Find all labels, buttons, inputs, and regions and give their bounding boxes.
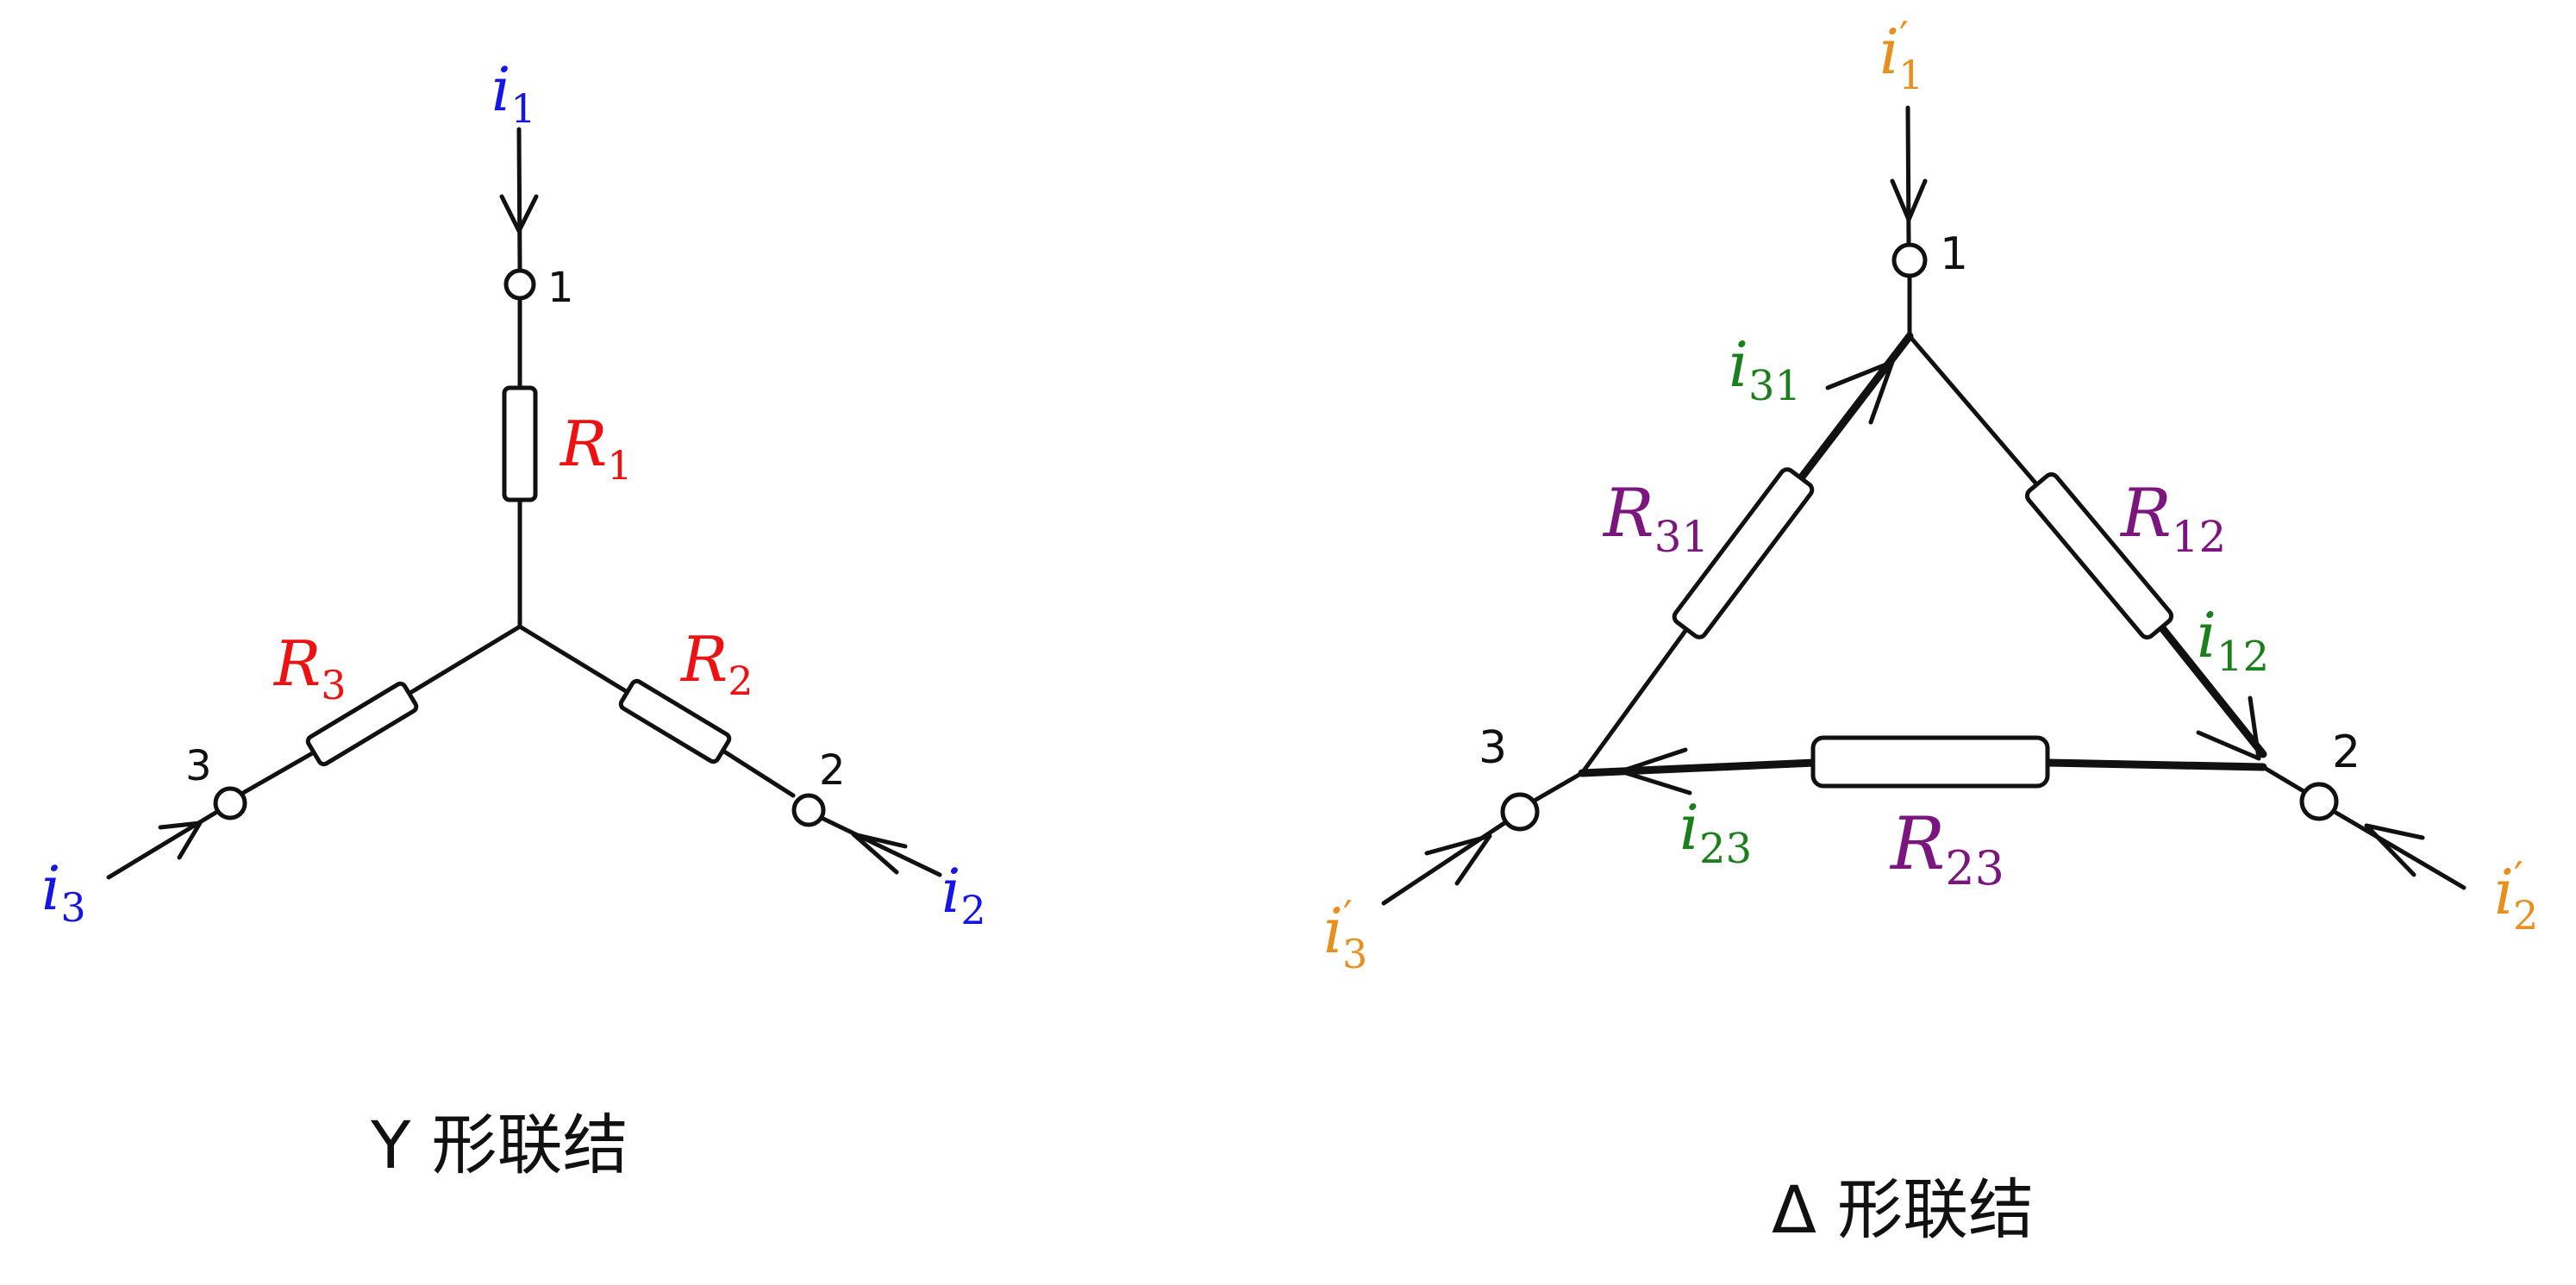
delta-arrowhead-i12 [2196, 696, 2261, 761]
delta-label-i31: i31 [1729, 328, 1801, 410]
delta-label-i12: i12 [2197, 599, 2269, 681]
y-wire-right-node2 [722, 749, 796, 798]
y-connection: 1 3 2 R1 R3 R2 i1 i3 i2 Y 形联结 [41, 54, 986, 1183]
delta-caption: Δ 形联结 [1772, 1171, 2034, 1248]
delta-wire-23-a [1578, 758, 1819, 777]
delta-wire-23-b [2043, 758, 2267, 771]
delta-label-r23: R23 [1889, 802, 2004, 895]
delta-node-label-2: 2 [2332, 727, 2360, 778]
y-terminal-1 [503, 268, 536, 301]
y-terminal-2 [791, 793, 826, 827]
delta-wire-31-a [1793, 332, 1914, 487]
y-caption: Y 形联结 [370, 1107, 628, 1183]
y-wire-center-left [406, 624, 522, 696]
delta-arrowhead-i31 [1825, 359, 1895, 425]
y-label-i3: i3 [41, 853, 86, 931]
y-node-label-3: 3 [185, 742, 212, 790]
delta-arrowhead-3 [1424, 833, 1492, 886]
y-label-r3: R3 [272, 627, 347, 708]
y-current-wire-2 [821, 816, 942, 877]
delta-arrowhead-1 [1890, 178, 1928, 222]
delta-node-label-3: 3 [1479, 722, 1507, 774]
y-wire-left-node3 [241, 750, 316, 795]
delta-resistor-r12 [2024, 472, 2174, 639]
delta-terminal-3 [1500, 792, 1540, 832]
delta-arrowhead-i23 [1618, 747, 1692, 795]
delta-resistor-r23 [1810, 735, 2050, 789]
delta-wire-31-b [1579, 622, 1692, 776]
delta-wire-node3-stub [1530, 770, 1585, 804]
delta-current-wire-2 [2332, 809, 2467, 890]
y-node-label-1: 1 [547, 264, 574, 312]
delta-label-i3p: i′3 [1323, 892, 1367, 977]
y-resistor-r3 [305, 681, 419, 767]
delta-resistor-r31 [1672, 467, 1815, 639]
delta-wire-12-a [1907, 334, 2041, 490]
y-arrowhead-3 [158, 820, 203, 860]
y-arrowhead-2 [851, 832, 908, 875]
delta-wire-node2-stub [2260, 764, 2306, 794]
delta-label-i2p: i′2 [2494, 853, 2538, 939]
delta-connection: 1 3 2 R31 R12 R23 i′1 i′3 i′2 i31 i12 i2… [1323, 13, 2538, 1248]
y-current-wire-1 [516, 127, 522, 271]
delta-wire-12-b [2155, 621, 2267, 758]
y-wire-center-right [517, 624, 628, 694]
delta-label-i23: i23 [1679, 791, 1752, 873]
y-label-i1: i1 [491, 54, 536, 132]
delta-terminal-1 [1891, 242, 1928, 278]
delta-label-i1p: i′1 [1879, 13, 1923, 98]
y-label-r2: R2 [679, 623, 753, 704]
delta-current-wire-1 [1905, 105, 1911, 247]
y-terminal-3 [213, 786, 247, 820]
y-node-label-2: 2 [819, 746, 846, 795]
y-resistor-r2 [618, 678, 732, 764]
delta-arrowhead-2 [2364, 823, 2425, 877]
delta-node-label-1: 1 [1940, 228, 1968, 280]
y-resistor-r1 [502, 385, 538, 502]
y-label-r1: R1 [559, 408, 633, 489]
delta-label-r12: R12 [2119, 475, 2226, 562]
delta-terminal-2 [2299, 782, 2339, 821]
y-arrowhead-1 [499, 194, 539, 234]
delta-label-r31: R31 [1602, 475, 1709, 562]
y-label-i2: i2 [941, 856, 986, 933]
